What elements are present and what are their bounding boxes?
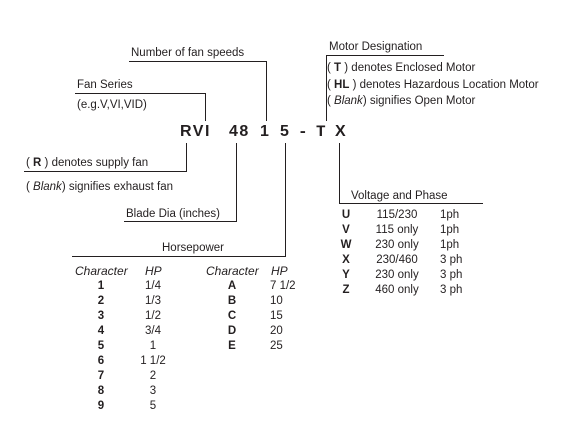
voltage-code: Y bbox=[342, 269, 350, 281]
hp-value: 5 bbox=[149, 400, 157, 412]
hp-char: 2 bbox=[97, 295, 105, 307]
hp-value: 1/3 bbox=[145, 295, 161, 307]
hp-value: 1 1/2 bbox=[140, 355, 166, 367]
hp-char: A bbox=[227, 280, 237, 292]
supply-leader-horizontal bbox=[24, 171, 187, 172]
phase-column: 1ph 1ph 1ph 3 ph 3 ph 3 ph bbox=[440, 208, 480, 298]
blade-dia-underline bbox=[124, 221, 237, 222]
hp-right-char-column: A B C D E bbox=[225, 279, 239, 354]
hp-char: 7 bbox=[97, 370, 105, 382]
hp-char: 6 bbox=[97, 355, 105, 367]
voltage-code: U bbox=[341, 209, 351, 221]
motor-designation-underline bbox=[326, 55, 444, 56]
hp-value: 2 bbox=[149, 370, 157, 382]
motor-note-blank: ( Blank) signifies Open Motor bbox=[327, 95, 476, 107]
fan-series-underline bbox=[75, 93, 206, 94]
hp-char: 3 bbox=[97, 310, 105, 322]
hp-value: 20 bbox=[270, 325, 283, 337]
voltage-code: W bbox=[340, 239, 352, 251]
code-blade-dia: 48 bbox=[229, 123, 250, 140]
motor-note-t: ( T ) denotes Enclosed Motor bbox=[327, 62, 476, 74]
voltage-value: 230 only bbox=[375, 269, 419, 281]
horsepower-leader bbox=[285, 143, 286, 256]
horsepower-underline bbox=[72, 256, 286, 257]
hp-header-character-right: Character bbox=[206, 264, 259, 278]
code-horsepower: 1 bbox=[260, 123, 271, 140]
hp-right-value-column: 7 1/2 10 15 20 25 bbox=[270, 279, 310, 354]
hp-value: 1/2 bbox=[145, 310, 161, 322]
hp-left-char-column: 1 2 3 4 5 6 7 8 9 bbox=[94, 279, 108, 414]
motor-note-hl: ( HL ) denotes Hazardous Location Motor bbox=[327, 79, 539, 91]
supply-note-blank: ( Blank) signifies exhaust fan bbox=[26, 181, 174, 193]
horsepower-label: Horsepower bbox=[162, 242, 224, 254]
fan-speeds-leader bbox=[266, 61, 267, 121]
hp-char: B bbox=[227, 295, 237, 307]
hp-value: 1 bbox=[149, 340, 157, 352]
hp-char: D bbox=[227, 325, 237, 337]
voltage-value-column: 115/230 115 only 230 only 230/460 230 on… bbox=[366, 208, 428, 298]
hp-char: C bbox=[227, 310, 237, 322]
voltage-value: 230 only bbox=[375, 239, 419, 251]
voltage-value: 230/460 bbox=[376, 254, 418, 266]
fan-speeds-label: Number of fan speeds bbox=[131, 47, 245, 59]
blade-dia-leader bbox=[236, 143, 237, 221]
phase-value: 1ph bbox=[440, 209, 460, 221]
code-series: RVI bbox=[180, 123, 211, 140]
voltage-code: V bbox=[342, 224, 350, 236]
phase-value: 3 ph bbox=[440, 269, 463, 281]
hp-value: 15 bbox=[270, 310, 283, 322]
hp-char: 1 bbox=[97, 280, 105, 292]
code-fan-speeds: 5 bbox=[280, 123, 291, 140]
hp-left-value-column: 1/4 1/3 1/2 3/4 1 1 1/2 2 3 5 bbox=[133, 279, 173, 414]
voltage-value: 115 only bbox=[375, 224, 419, 236]
hp-value: 3/4 bbox=[145, 325, 161, 337]
fan-series-label: Fan Series bbox=[77, 79, 133, 91]
motor-designation-leader bbox=[326, 55, 327, 121]
hp-value: 25 bbox=[270, 340, 283, 352]
voltage-code-column: U V W X Y Z bbox=[339, 208, 353, 298]
code-dash: - bbox=[298, 123, 308, 141]
voltage-value: 115/230 bbox=[376, 209, 418, 221]
hp-char: 5 bbox=[97, 340, 105, 352]
hp-value: 7 1/2 bbox=[270, 280, 296, 292]
code-motor: T bbox=[316, 123, 326, 141]
hp-header-hp-left: HP bbox=[145, 264, 162, 278]
phase-value: 3 ph bbox=[440, 284, 463, 296]
fan-series-leader bbox=[205, 93, 206, 121]
voltage-underline bbox=[339, 203, 483, 204]
hp-value: 1/4 bbox=[145, 280, 161, 292]
voltage-phase-label: Voltage and Phase bbox=[351, 190, 448, 202]
voltage-code: X bbox=[342, 254, 350, 266]
hp-char: 9 bbox=[97, 400, 105, 412]
voltage-code: Z bbox=[342, 284, 350, 296]
supply-note-r: ( R ) denotes supply fan bbox=[26, 157, 149, 169]
hp-char: E bbox=[228, 340, 236, 352]
fan-speeds-underline bbox=[129, 61, 267, 62]
voltage-value: 460 only bbox=[375, 284, 419, 296]
hp-header-hp-right: HP bbox=[271, 264, 288, 278]
motor-designation-label: Motor Designation bbox=[329, 41, 423, 53]
hp-char: 8 bbox=[97, 385, 105, 397]
fan-series-example: (e.g.V,VI,VID) bbox=[77, 99, 147, 111]
hp-header-character-left: Character bbox=[75, 264, 128, 278]
hp-value: 10 bbox=[270, 295, 283, 307]
phase-value: 1ph bbox=[440, 239, 460, 251]
voltage-leader bbox=[339, 143, 340, 203]
supply-leader-vertical bbox=[186, 143, 187, 172]
phase-value: 1ph bbox=[440, 224, 460, 236]
blade-dia-label: Blade Dia (inches) bbox=[126, 208, 220, 220]
hp-value: 3 bbox=[149, 385, 157, 397]
code-voltage: X bbox=[335, 123, 348, 140]
hp-char: 4 bbox=[97, 325, 105, 337]
phase-value: 3 ph bbox=[440, 254, 463, 266]
